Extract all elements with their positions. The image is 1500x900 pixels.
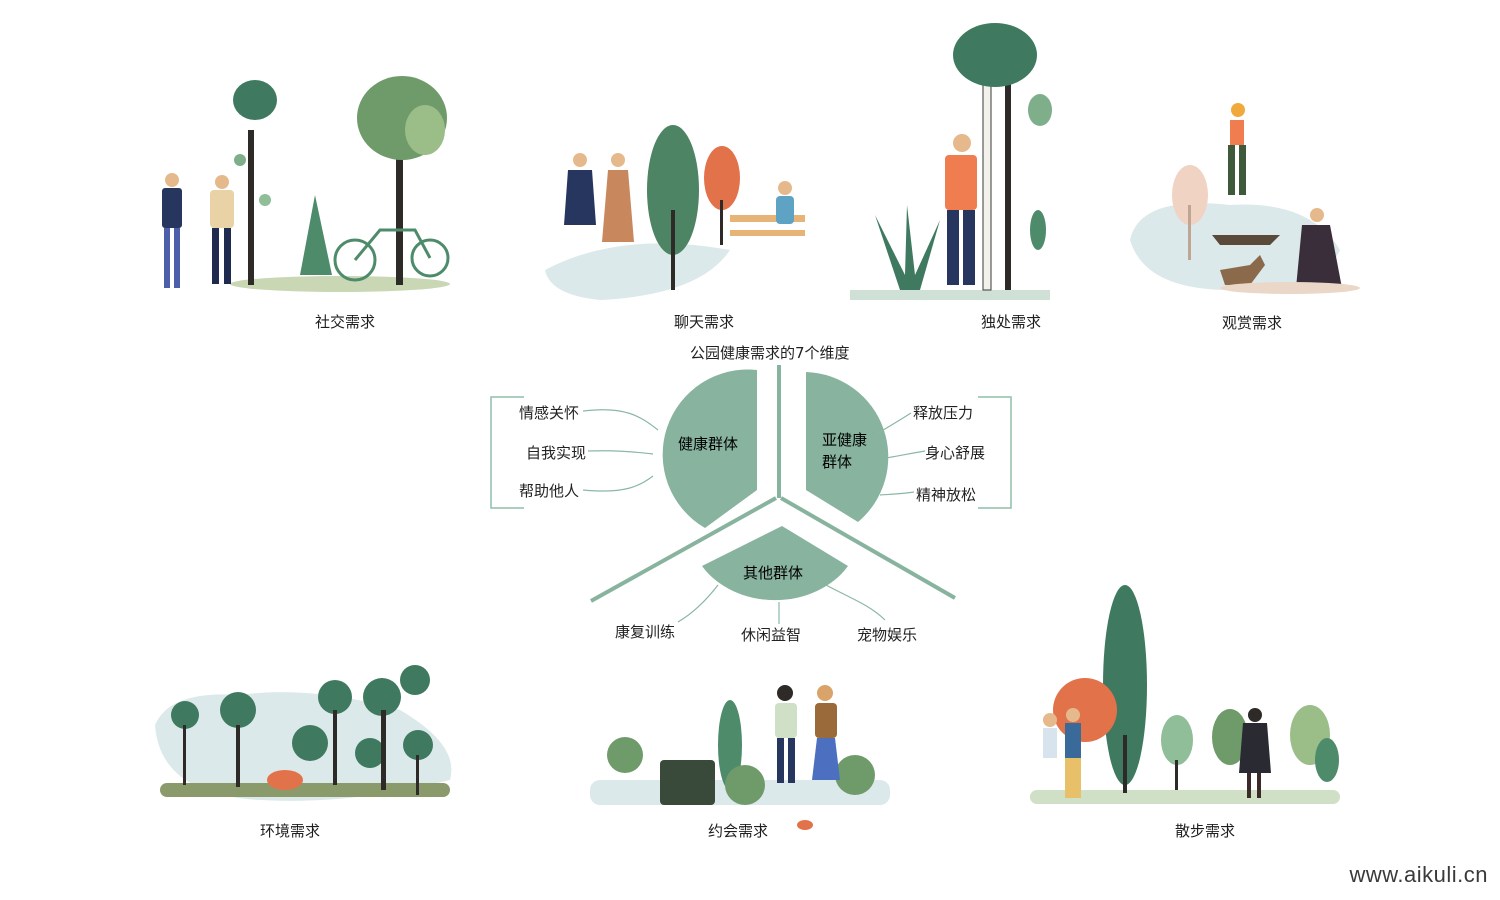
segment-other-label: 其他群体 [743, 564, 803, 582]
caption-social: 社交需求 [314, 313, 376, 331]
caption-view: 观赏需求 [1221, 314, 1283, 332]
segment-other [702, 526, 848, 601]
scene-social [140, 70, 460, 300]
diagram-title: 公园健康需求的7个维度 [690, 344, 850, 362]
segment-subhealthy [806, 372, 889, 522]
item-body-mind-stretch: 身心舒展 [925, 444, 986, 462]
scene-dating [570, 685, 915, 835]
scene-environment [150, 655, 465, 805]
separator-right [780, 496, 956, 600]
item-stress-release: 释放压力 [913, 404, 974, 422]
item-emotional-care: 情感关怀 [519, 404, 580, 422]
segment-subhealthy-label-line2: 群体 [822, 453, 852, 471]
social-illustration [162, 76, 450, 292]
connector-rehab [677, 584, 719, 623]
segment-healthy-label: 健康群体 [678, 435, 738, 453]
item-pet-entertainment: 宠物娱乐 [857, 626, 918, 644]
separator-left [590, 496, 777, 603]
watermark: www.aikuli.cn [1349, 862, 1488, 887]
dating-illustration [590, 685, 890, 830]
connector-body-mind [885, 450, 926, 459]
scene-alone [845, 15, 1060, 305]
environment-illustration [155, 665, 452, 801]
item-leisure-puzzle: 休闲益智 [741, 626, 802, 644]
connector-mental-relax [879, 491, 915, 496]
connector-stress-release [877, 412, 912, 434]
bracket-left [490, 396, 524, 509]
chat-illustration [545, 125, 805, 300]
connector-helping-others [582, 475, 654, 492]
bracket-right [978, 396, 1012, 509]
connector-emotional-care [582, 409, 659, 431]
alone-illustration [850, 23, 1052, 300]
caption-dating: 约会需求 [707, 822, 769, 840]
caption-chat: 聊天需求 [673, 313, 735, 331]
caption-walking: 散步需求 [1174, 822, 1236, 840]
connector-self-realization [587, 450, 654, 455]
item-mental-relax: 精神放松 [916, 486, 977, 504]
caption-environment: 环境需求 [259, 822, 321, 840]
item-rehab-training: 康复训练 [615, 623, 676, 641]
scene-chat [540, 120, 830, 305]
item-helping-others: 帮助他人 [519, 482, 580, 500]
caption-alone: 独处需求 [980, 313, 1042, 331]
walking-illustration [1030, 585, 1340, 804]
scene-walking [1025, 575, 1345, 810]
connector-pet [825, 584, 886, 621]
scene-view [1120, 100, 1375, 305]
segment-healthy [662, 369, 757, 528]
segment-subhealthy-label-line1: 亚健康 [822, 431, 867, 449]
item-self-realization: 自我实现 [526, 444, 587, 462]
view-illustration [1130, 103, 1360, 294]
